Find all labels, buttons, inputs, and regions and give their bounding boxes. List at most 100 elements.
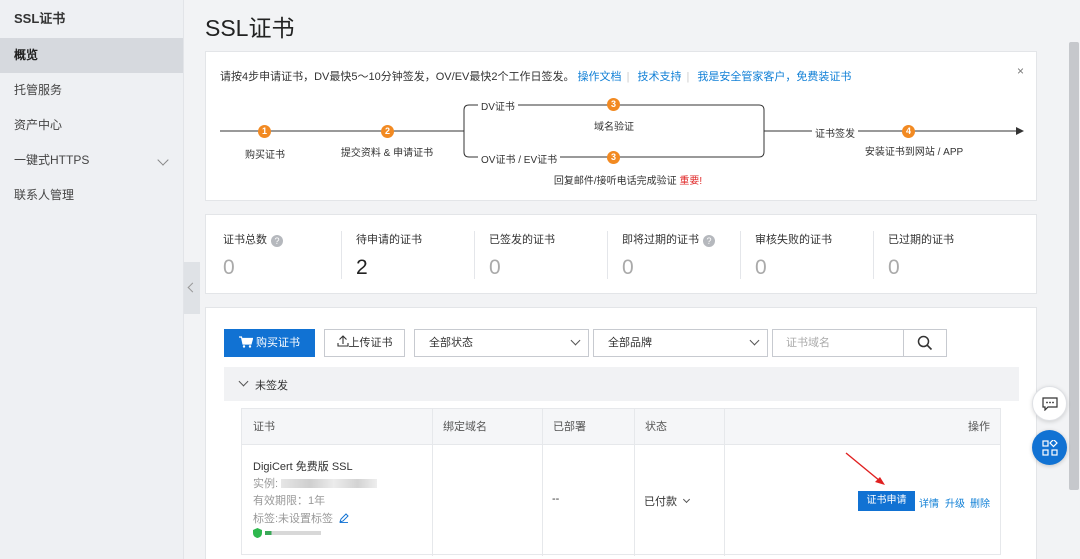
sidebar-item-assets[interactable]: 资产中心 [14, 118, 63, 132]
instance-label: 实例: [253, 478, 279, 490]
step-3-dv-badge: 3 [607, 98, 620, 111]
stats-panel: 证书总数? 0 待申请的证书 2 已签发的证书 0 即将过期的证书? 0 审核失… [205, 214, 1037, 294]
stat-label-text: 证书总数 [223, 234, 267, 246]
sidebar: SSL证书 概览 托管服务 资产中心 一键式HTTPS 联系人管理 [0, 0, 184, 559]
help-icon[interactable]: ? [271, 235, 283, 247]
apps-button[interactable] [1032, 430, 1067, 465]
status-select-value: 全部状态 [429, 337, 473, 349]
sidebar-item-overview[interactable]: 概览 [0, 38, 183, 73]
stat-expired[interactable]: 已过期的证书 0 [871, 215, 1004, 295]
brand-select-value: 全部品牌 [608, 337, 652, 349]
group-unissued[interactable]: 未签发 [224, 367, 1019, 401]
step-2-badge: 2 [381, 125, 394, 138]
chevron-left-icon [187, 282, 198, 293]
arrow-icon [1016, 127, 1024, 135]
cert-list-panel: 购买证书 上传证书 全部状态 全部品牌 证书域名 未签发 证书 绑定域名 已部署… [205, 307, 1037, 559]
stat-value: 2 [356, 256, 368, 279]
upgrade-link[interactable]: 升级 [945, 499, 965, 510]
ov-cert-label: OV证书 / EV证书 [478, 155, 561, 166]
stat-value: 0 [888, 256, 900, 279]
shield-icon [253, 528, 262, 538]
cert-name: DigiCert 免费版 SSL [253, 461, 353, 473]
sidebar-item-contacts[interactable]: 联系人管理 [14, 188, 75, 202]
step-1-badge: 1 [258, 125, 271, 138]
dv-branch: DV证书 [478, 98, 518, 113]
security-status [253, 528, 322, 540]
chevron-down-icon [157, 154, 169, 166]
stat-issued[interactable]: 已签发的证书 0 [472, 215, 605, 295]
tag: 标签:未设置标签 [253, 510, 349, 526]
stat-label: 已过期的证书 [888, 234, 954, 246]
status-select[interactable]: 全部状态 [414, 329, 589, 357]
sign-branch: 证书签发 [812, 125, 858, 140]
guide-intro: 请按4步申请证书，DV最快5～10分钟签发，OV/EV最快2个工作日签发。 操作… [220, 71, 852, 83]
stat-expiring[interactable]: 即将过期的证书? 0 [605, 215, 738, 295]
search-input[interactable]: 证书域名 [772, 329, 904, 357]
step-3-ov-badge: 3 [607, 151, 620, 164]
stat-failed[interactable]: 审核失败的证书 0 [738, 215, 871, 295]
scrollbar[interactable] [1068, 0, 1080, 559]
support-link[interactable]: 技术支持 [637, 71, 682, 83]
cert-apply-button[interactable]: 证书申请 [858, 491, 915, 511]
cart-icon [239, 336, 254, 348]
sidebar-title: SSL证书 [14, 11, 66, 26]
col-header-domain: 绑定域名 [432, 409, 542, 445]
step-2-label: 提交资料 & 申请证书 [340, 148, 434, 159]
step-3-ov-label: 回复邮件/接听电话完成验证 重要! [554, 172, 702, 187]
brand-select[interactable]: 全部品牌 [593, 329, 768, 357]
sign-label: 证书签发 [812, 129, 858, 140]
group-label: 未签发 [255, 380, 288, 392]
guide-panel: 请按4步申请证书，DV最快5～10分钟签发，OV/EV最快2个工作日签发。 操作… [205, 51, 1037, 201]
stat-label: 审核失败的证书 [755, 234, 832, 246]
status-dropdown[interactable]: 已付款 [644, 493, 691, 509]
chevron-down-icon [238, 376, 249, 387]
close-icon[interactable]: × [1016, 64, 1024, 78]
apps-icon [1042, 440, 1058, 456]
stat-total[interactable]: 证书总数? 0 [206, 215, 339, 295]
edit-icon[interactable] [339, 513, 349, 524]
stat-value: 0 [755, 256, 767, 279]
page-title: SSL证书 [205, 15, 295, 41]
help-icon[interactable]: ? [703, 235, 715, 247]
chat-icon [1042, 397, 1058, 411]
stat-label: 已签发的证书 [489, 234, 555, 246]
sidebar-item-hosting[interactable]: 托管服务 [14, 83, 63, 97]
detail-link[interactable]: 详情 [919, 499, 939, 510]
step-3-ov-text: 回复邮件/接听电话完成验证 [553, 176, 677, 187]
deployed-value: -- [552, 493, 560, 505]
search-button[interactable] [903, 329, 947, 357]
delete-link[interactable]: 删除 [970, 499, 990, 510]
col-header-status: 状态 [634, 409, 724, 445]
stat-value: 0 [489, 256, 501, 279]
chevron-down-icon [683, 495, 691, 504]
instance-id: 实例: [253, 475, 378, 491]
stat-label: 即将过期的证书? [622, 231, 738, 247]
stat-value: 0 [223, 256, 235, 279]
sidebar-collapse-button[interactable] [184, 262, 200, 314]
step-4-badge: 4 [902, 125, 915, 138]
annotation-arrow-icon [845, 452, 885, 485]
upload-cert-button[interactable]: 上传证书 [324, 329, 405, 357]
col-header-deployed: 已部署 [542, 409, 634, 445]
guide-intro-text: 请按4步申请证书，DV最快5～10分钟签发，OV/EV最快2个工作日签发。 [220, 71, 575, 83]
chevron-down-icon [749, 335, 760, 346]
buy-cert-button[interactable]: 购买证书 [224, 329, 315, 357]
col-header-cert: 证书 [242, 409, 432, 445]
stat-label-text: 即将过期的证书 [622, 234, 699, 246]
search-icon [917, 335, 933, 351]
chat-button[interactable] [1032, 386, 1067, 421]
stat-label: 证书总数? [223, 231, 339, 247]
step-1-label: 购买证书 [245, 150, 285, 161]
redacted-security-bar [265, 531, 322, 535]
docs-link[interactable]: 操作文档 [577, 71, 622, 83]
security-customer-link[interactable]: 我是安全管家客户，免费装证书 [697, 71, 852, 83]
tag-label: 标签:未设置标签 [253, 513, 334, 525]
validity: 有效期限：1年 [253, 495, 326, 507]
important-badge: 重要! [679, 176, 703, 187]
status-value: 已付款 [644, 496, 677, 508]
upload-cert-label: 上传证书 [348, 337, 393, 349]
upload-icon [336, 335, 349, 347]
stat-pending[interactable]: 待申请的证书 2 [339, 215, 472, 295]
sidebar-item-https[interactable]: 一键式HTTPS [0, 143, 183, 178]
sidebar-item-label: 一键式HTTPS [14, 153, 90, 167]
